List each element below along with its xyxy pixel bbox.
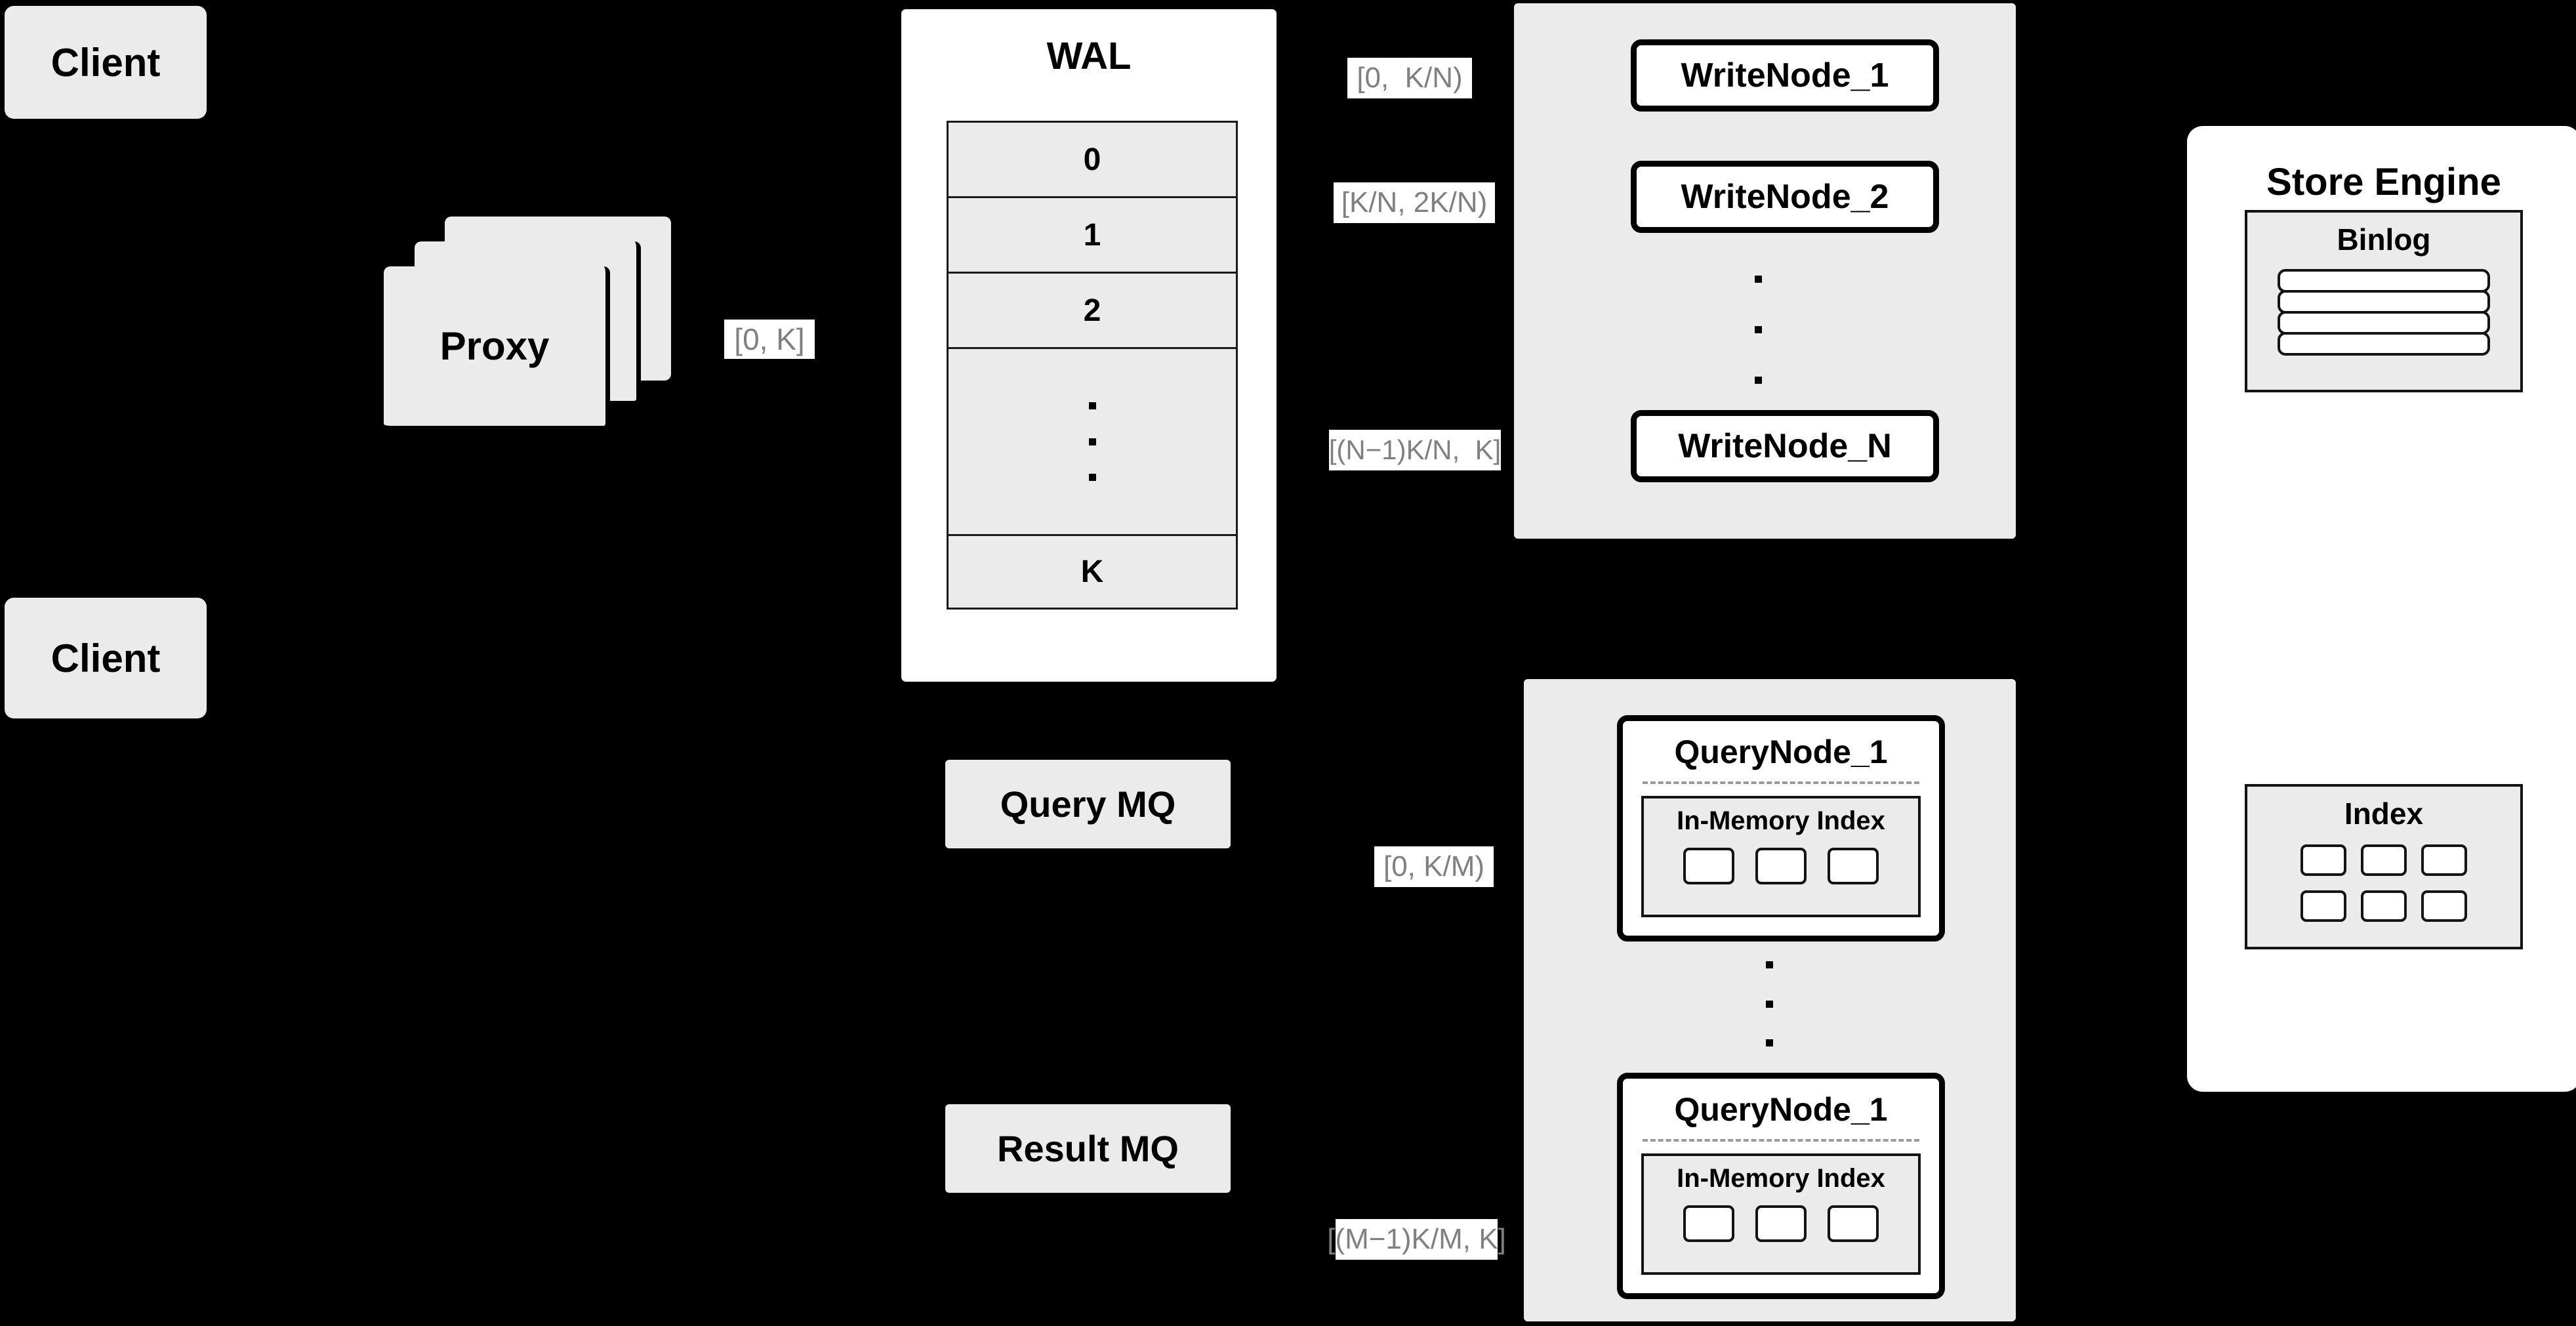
query-mq-label: Query MQ: [1000, 783, 1176, 825]
wal-vertical-ellipsis-icon: [1088, 402, 1096, 481]
result-mq-label: Result MQ: [997, 1128, 1179, 1169]
wal-row-ellipsis: [947, 347, 1238, 534]
store-engine-panel: Store Engine Binlog Index: [2187, 126, 2576, 1092]
index-cell[interactable]: [1755, 1205, 1807, 1242]
store-index-cell[interactable]: [2421, 890, 2467, 922]
store-index-panel: Index: [2245, 784, 2523, 949]
binlog-row[interactable]: [2278, 332, 2490, 356]
binlog-row[interactable]: [2278, 311, 2490, 335]
edge-label-writenode-n: [(N−1)K/N, K]: [1329, 430, 1501, 470]
binlog-panel: Binlog: [2245, 210, 2523, 392]
edge-label-writenode-1: [0, K/N): [1347, 58, 1472, 98]
proxy-box[interactable]: Proxy: [384, 266, 610, 430]
store-index-title: Index: [2344, 797, 2424, 831]
edge-label-querynode-m: [(M−1)K/M, K]: [1327, 1219, 1506, 1260]
store-index-cell[interactable]: [2421, 844, 2467, 876]
query-node-2-label: QueryNode_1: [1674, 1091, 1888, 1128]
write-node-n[interactable]: WriteNode_N: [1631, 410, 1939, 482]
query-mq-box[interactable]: Query MQ: [945, 760, 1231, 848]
wal-row-1[interactable]: 1: [947, 196, 1238, 272]
result-mq-box[interactable]: Result MQ: [945, 1104, 1231, 1193]
query-node-2-separator: [1643, 1139, 1919, 1142]
proxy-label: Proxy: [440, 324, 550, 368]
store-index-cell[interactable]: [2361, 844, 2407, 876]
wal-row-k[interactable]: K: [947, 534, 1238, 610]
client-box-2[interactable]: Client: [5, 598, 207, 718]
edge-label-querynode-1: [0, K/M): [1374, 846, 1494, 887]
store-index-cell[interactable]: [2361, 890, 2407, 922]
wal-row-0[interactable]: 0: [947, 121, 1238, 196]
query-node-2-inmemory-index: In-Memory Index: [1641, 1153, 1921, 1275]
client-box-1[interactable]: Client: [5, 6, 207, 119]
wal-row-1-label: 1: [1083, 217, 1101, 253]
client-label-2: Client: [51, 636, 161, 680]
wal-row-k-label: K: [1080, 554, 1104, 589]
query-node-2[interactable]: QueryNode_1 In-Memory Index: [1617, 1073, 1945, 1299]
query-node-1[interactable]: QueryNode_1 In-Memory Index: [1617, 715, 1945, 942]
wal-panel: WAL 0 1 2 K: [895, 3, 1282, 688]
wal-row-2-label: 2: [1083, 293, 1101, 328]
client-label-1: Client: [51, 40, 161, 85]
edge-label-proxy-to-wal: [0, K]: [724, 320, 815, 359]
wal-row-2[interactable]: 2: [947, 272, 1238, 347]
wal-row-list: 0 1 2 K: [947, 121, 1238, 610]
index-cell[interactable]: [1683, 848, 1734, 884]
write-node-1[interactable]: WriteNode_1: [1631, 39, 1939, 112]
query-cluster-panel: QueryNode_1 In-Memory Index QueryNode_1 …: [1524, 679, 2016, 1321]
store-index-cell[interactable]: [2300, 844, 2346, 876]
binlog-row[interactable]: [2278, 290, 2490, 314]
wal-title: WAL: [1046, 35, 1132, 77]
query-node-2-index-title: In-Memory Index: [1677, 1164, 1885, 1193]
write-node-1-label: WriteNode_1: [1681, 56, 1889, 94]
binlog-title: Binlog: [2337, 222, 2431, 257]
query-node-1-label: QueryNode_1: [1674, 734, 1888, 770]
index-cell[interactable]: [1683, 1205, 1734, 1242]
binlog-row[interactable]: [2278, 269, 2490, 293]
edge-label-writenode-2: [K/N, 2K/N): [1334, 182, 1495, 223]
write-cluster-vertical-ellipsis-icon: [1753, 276, 1763, 384]
write-node-n-label: WriteNode_N: [1678, 427, 1892, 465]
query-node-1-inmemory-index: In-Memory Index: [1641, 796, 1921, 917]
index-cell[interactable]: [1828, 1205, 1879, 1242]
store-index-cell[interactable]: [2300, 890, 2346, 922]
write-node-2-label: WriteNode_2: [1681, 178, 1889, 216]
query-node-1-index-title: In-Memory Index: [1677, 806, 1885, 835]
store-engine-title: Store Engine: [2266, 161, 2501, 203]
query-cluster-vertical-ellipsis-icon: [1765, 961, 1774, 1046]
write-node-2[interactable]: WriteNode_2: [1631, 161, 1939, 233]
query-node-1-separator: [1643, 781, 1919, 784]
wal-row-0-label: 0: [1083, 142, 1101, 177]
index-cell[interactable]: [1828, 848, 1879, 884]
index-cell[interactable]: [1755, 848, 1807, 884]
write-cluster-panel: WriteNode_1 WriteNode_2 WriteNode_N: [1514, 3, 2016, 539]
